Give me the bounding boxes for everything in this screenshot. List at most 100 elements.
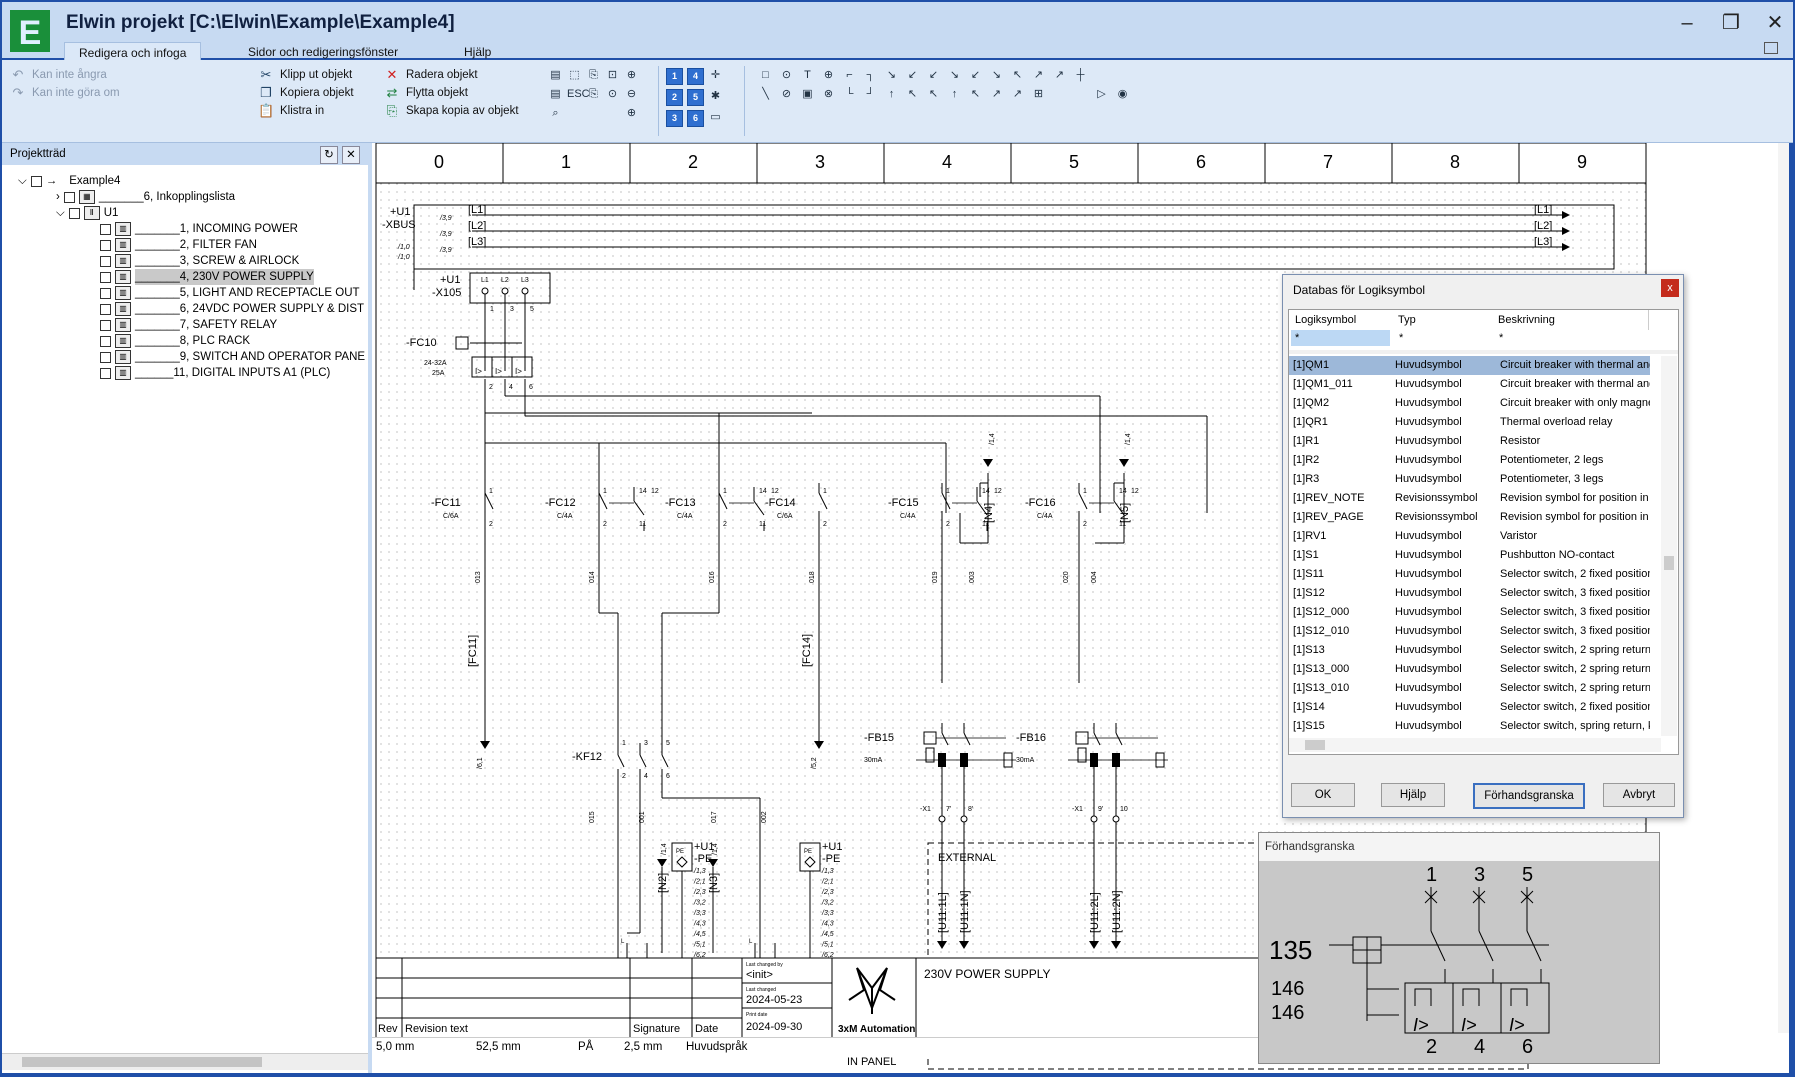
tool-button[interactable]	[1094, 68, 1109, 83]
undo-button[interactable]: ↶Kan inte ångra	[10, 66, 120, 84]
tool-button[interactable]	[842, 106, 857, 121]
symbol-row[interactable]: [1]S12_000HuvudsymbolSelector switch, 3 …	[1289, 603, 1659, 622]
checkbox[interactable]	[100, 368, 111, 379]
tool-button[interactable]: ⊙	[605, 87, 620, 102]
tool-button[interactable]: ⎘	[586, 68, 601, 83]
tool-button[interactable]: ▷	[1094, 87, 1109, 102]
tool-button[interactable]	[968, 106, 983, 121]
symbol-row[interactable]: [1]S1HuvudsymbolPushbutton NO-contact	[1289, 546, 1659, 565]
tool-button[interactable]: ▤	[548, 87, 563, 102]
symbol-row[interactable]: [1]S15HuvudsymbolSelector switch, spring…	[1289, 717, 1659, 736]
refresh-icon[interactable]: ↻	[320, 146, 338, 164]
help-button[interactable]: Hjälp	[1381, 783, 1445, 807]
tool-button[interactable]	[605, 106, 620, 121]
redo-button[interactable]: ↷Kan inte göra om	[10, 84, 120, 102]
tool-button[interactable]: □	[758, 68, 773, 83]
page-number-button[interactable]: 1	[666, 68, 683, 85]
tool-button[interactable]: ⊗	[821, 87, 836, 102]
symbol-row[interactable]: [1]QM1_011HuvudsymbolCircuit breaker wit…	[1289, 375, 1659, 394]
move-button[interactable]: ⇄Flytta objekt	[384, 84, 519, 102]
tool-button[interactable]: ↘	[989, 68, 1004, 83]
symbol-row[interactable]: [1]R1HuvudsymbolResistor	[1289, 432, 1659, 451]
tool-button[interactable]: ↖	[905, 87, 920, 102]
filter-symbol-input[interactable]: *	[1291, 330, 1390, 346]
tool-button[interactable]	[1031, 106, 1046, 121]
tool-button[interactable]: ⊕	[624, 106, 639, 121]
tree-page-item[interactable]: ▥_______2, FILTER FAN	[18, 237, 365, 253]
filter-type-input[interactable]: *	[1395, 330, 1489, 346]
copy-button[interactable]: ❐Kopiera objekt	[258, 84, 354, 102]
tree-page-item[interactable]: ▥______11, DIGITAL INPUTS A1 (PLC)	[18, 365, 365, 381]
tool-button[interactable]	[989, 106, 1004, 121]
tree-page-item[interactable]: ▥_______7, SAFETY RELAY	[18, 317, 365, 333]
tool-button[interactable]: ⊞	[1031, 87, 1046, 102]
checkbox[interactable]	[100, 352, 111, 363]
tool-button[interactable]: ⊖	[624, 87, 639, 102]
symbol-row[interactable]: [1]QM2HuvudsymbolCircuit breaker with on…	[1289, 394, 1659, 413]
tool-button[interactable]: ┼	[1073, 68, 1088, 83]
tool-button[interactable]	[1052, 106, 1067, 121]
checkbox[interactable]	[100, 320, 111, 331]
tool-button[interactable]	[884, 106, 899, 121]
cut-button[interactable]: ✂Klipp ut objekt	[258, 66, 354, 84]
tree-item-unit[interactable]: ⌵ⅡU1	[18, 205, 365, 221]
symbol-row[interactable]: [1]RV1HuvudsymbolVaristor	[1289, 527, 1659, 546]
page-number-button[interactable]: 2	[666, 89, 683, 106]
symbol-row[interactable]: [1]S12HuvudsymbolSelector switch, 3 fixe…	[1289, 584, 1659, 603]
preview-button[interactable]: Förhandsgranska	[1473, 783, 1585, 809]
expand-icon[interactable]: ›	[56, 189, 60, 205]
tool-button[interactable]	[863, 106, 878, 121]
tool-button[interactable]	[1010, 106, 1025, 121]
tree-page-item[interactable]: ▥_______3, SCREW & AIRLOCK	[18, 253, 365, 269]
tool-button[interactable]	[586, 106, 601, 121]
cancel-button[interactable]: Avbryt	[1603, 783, 1675, 807]
tool-button[interactable]: ⊡	[605, 68, 620, 83]
checkbox[interactable]	[100, 256, 111, 267]
tool-button[interactable]: ⊕	[821, 68, 836, 83]
tool-button[interactable]	[567, 106, 582, 121]
page-number-button[interactable]: 4	[687, 68, 704, 85]
tool-button[interactable]: ↖	[1010, 68, 1025, 83]
close-button[interactable]: ✕	[1758, 10, 1792, 36]
tool-button[interactable]: ✛	[708, 68, 723, 83]
tool-button[interactable]: T	[800, 68, 815, 83]
tool-button[interactable]: ↗	[1052, 68, 1067, 83]
page-number-button[interactable]: 5	[687, 89, 704, 106]
tool-button[interactable]: ▣	[800, 87, 815, 102]
scrollbar-thumb[interactable]	[1305, 740, 1325, 750]
tree-page-item[interactable]: ▥_______9, SWITCH AND OPERATOR PANE	[18, 349, 365, 365]
tool-button[interactable]: ↗	[989, 87, 1004, 102]
symbol-row[interactable]: [1]REV_NOTERevisionssymbolRevision symbo…	[1289, 489, 1659, 508]
paste-button[interactable]: 📋Klistra in	[258, 102, 354, 120]
tool-button[interactable]: ↗	[1010, 87, 1025, 102]
tool-button[interactable]: ↘	[947, 68, 962, 83]
tree-page-item[interactable]: ▥_______6, 24VDC POWER SUPPLY & DIST	[18, 301, 365, 317]
tool-button[interactable]: ↖	[926, 87, 941, 102]
ribbon-collapse-icon[interactable]	[1764, 42, 1778, 54]
tool-button[interactable]	[779, 106, 794, 121]
tool-button[interactable]: ↘	[884, 68, 899, 83]
checkbox[interactable]	[100, 336, 111, 347]
symbol-row[interactable]: [1]S11HuvudsymbolSelector switch, 2 fixe…	[1289, 565, 1659, 584]
tool-button[interactable]	[758, 106, 773, 121]
symbol-row[interactable]: [1]R2HuvudsymbolPotentiometer, 2 legs	[1289, 451, 1659, 470]
tool-button[interactable]: ↑	[947, 87, 962, 102]
column-header[interactable]: Typ	[1392, 310, 1493, 330]
rows-scrollbar[interactable]	[1661, 356, 1677, 736]
symbol-row[interactable]: [1]S14HuvudsymbolSelector switch, 2 fixe…	[1289, 698, 1659, 717]
tool-button[interactable]	[1052, 87, 1067, 102]
tool-button[interactable]	[1073, 106, 1088, 121]
tool-button[interactable]: └	[842, 87, 857, 102]
tree-page-item[interactable]: ▥_______1, INCOMING POWER	[18, 221, 365, 237]
tree-page-item[interactable]: ▥_______8, PLC RACK	[18, 333, 365, 349]
tool-button[interactable]: ↖	[968, 87, 983, 102]
symbol-row[interactable]: [1]QR1HuvudsymbolThermal overload relay	[1289, 413, 1659, 432]
collapse-icon[interactable]: ⌵	[56, 205, 65, 221]
tool-button[interactable]: ┐	[863, 68, 878, 83]
tool-button[interactable]	[926, 106, 941, 121]
tool-button[interactable]: ▤	[548, 68, 563, 83]
vertical-scrollbar[interactable]	[1778, 143, 1789, 1033]
page-number-button[interactable]: 6	[687, 110, 704, 127]
tool-button[interactable]: ╲	[758, 87, 773, 102]
tool-button[interactable]	[800, 106, 815, 121]
